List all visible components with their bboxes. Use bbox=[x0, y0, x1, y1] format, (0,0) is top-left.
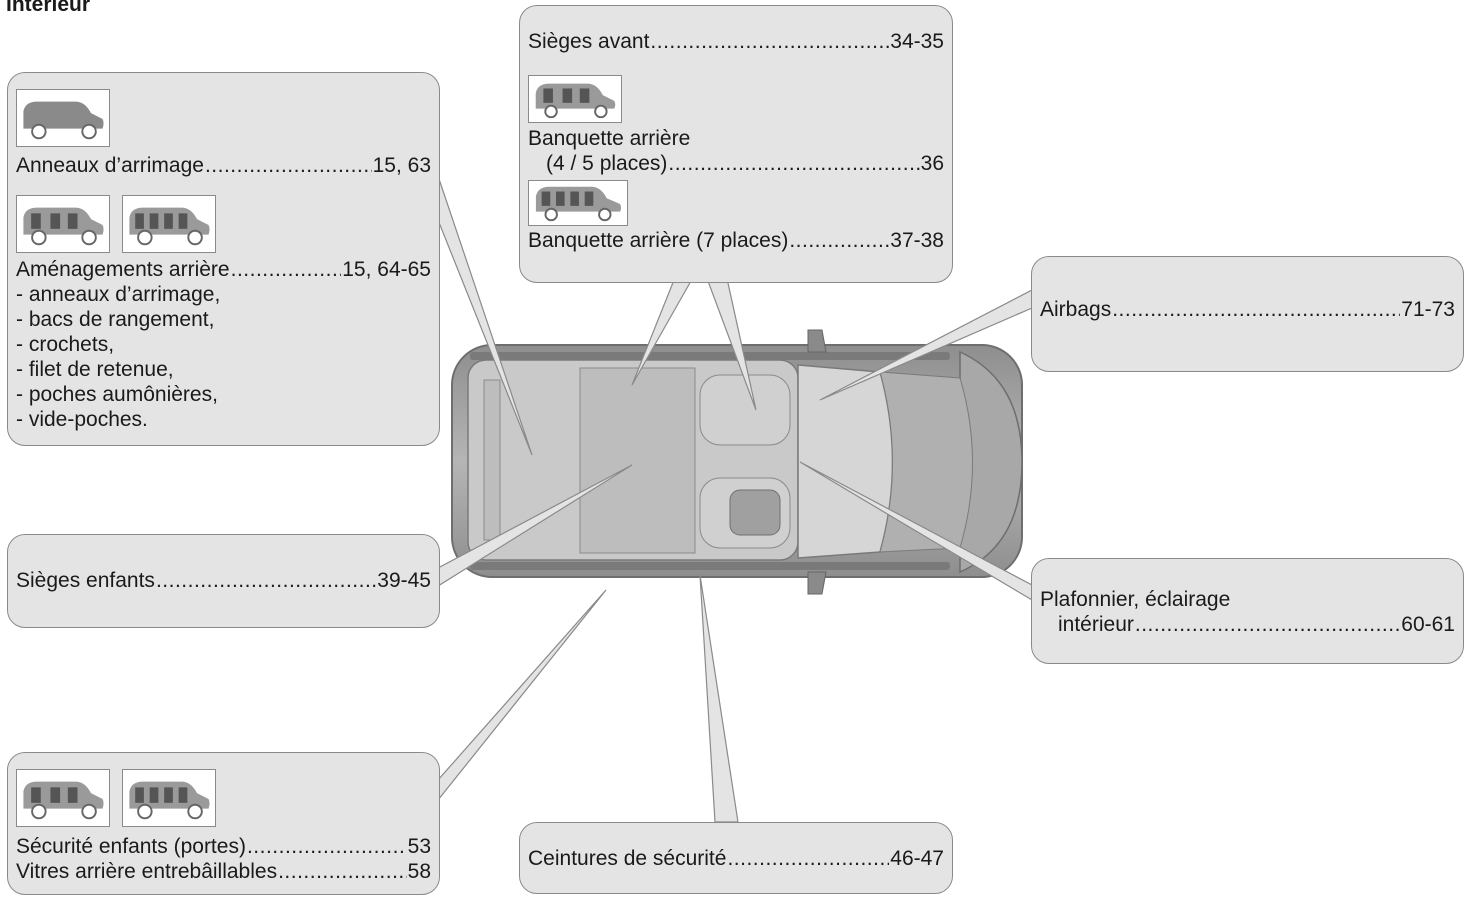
anneaux-label: Anneaux d’arrimage bbox=[16, 154, 204, 177]
sieges-enfants-pages: 39-45 bbox=[377, 569, 431, 592]
two-row-seat-car-icon bbox=[16, 195, 110, 253]
plafonnier-label-1: Plafonnier, éclairage bbox=[1040, 588, 1231, 611]
banquette-45-pages: 36 bbox=[920, 152, 944, 175]
amenagements-item: - crochets, bbox=[16, 333, 115, 356]
plafonnier-pages: 60-61 bbox=[1401, 613, 1455, 636]
callout-airbags: Airbags 71-73 bbox=[1031, 256, 1464, 372]
banquette-7-thumbnail bbox=[528, 180, 944, 226]
anneaux-entry: Anneaux d’arrimage 15, 63 bbox=[16, 153, 431, 178]
banquette-45-entry: (4 / 5 places) 36 bbox=[528, 151, 944, 176]
plafonnier-label-2: intérieur bbox=[1058, 613, 1134, 636]
airbags-entry: Airbags 71-73 bbox=[1040, 297, 1455, 322]
anneaux-pages: 15, 63 bbox=[372, 154, 431, 177]
callout-securite-enfants: Sécurité enfants (portes) 53 Vitres arriè… bbox=[7, 752, 440, 895]
amenagements-thumbnails bbox=[16, 195, 431, 253]
callout-cargo: Anneaux d’arrimage 15, 63 Aménagements ar… bbox=[7, 72, 440, 446]
amenagements-label: Aménagements arrière bbox=[16, 258, 230, 281]
amenagements-item: - bacs de rangement, bbox=[16, 308, 215, 331]
ceintures-pages: 46-47 bbox=[890, 847, 944, 870]
van-silhouette-icon bbox=[16, 89, 110, 147]
sieges-enfants-label: Sièges enfants bbox=[16, 569, 155, 592]
securite-portes-entry: Sécurité enfants (portes) 53 bbox=[16, 834, 431, 859]
callout-sieges-enfants: Sièges enfants 39-45 bbox=[7, 534, 440, 628]
ceintures-entry: Ceintures de sécurité 46-47 bbox=[528, 846, 944, 871]
amenagements-entry: Aménagements arrière 15, 64-65 bbox=[16, 257, 431, 282]
car-body bbox=[451, 329, 1023, 595]
banquette-45-thumbnail bbox=[528, 75, 944, 123]
three-row-seat-car-icon bbox=[122, 195, 216, 253]
amenagements-pages: 15, 64-65 bbox=[342, 258, 431, 281]
banquette-7-pages: 37-38 bbox=[890, 229, 944, 252]
ceintures-label: Ceintures de sécurité bbox=[528, 847, 727, 870]
two-row-seat-car-icon bbox=[528, 75, 622, 123]
plafonnier-entry: intérieur 60-61 bbox=[1040, 612, 1455, 637]
three-row-seat-car-icon bbox=[528, 180, 628, 226]
vitres-entry: Vitres arrière entrebâillables 58 bbox=[16, 859, 431, 884]
callout-sieges: Sièges avant 34-35 Banquette arrière (4 /… bbox=[519, 5, 953, 283]
airbags-label: Airbags bbox=[1040, 298, 1112, 321]
callout-ceintures: Ceintures de sécurité 46-47 bbox=[519, 822, 953, 894]
amenagements-item: - poches aumônières, bbox=[16, 383, 218, 406]
banquette-7-label: Banquette arrière (7 places) bbox=[528, 229, 789, 252]
sieges-avant-pages: 34-35 bbox=[890, 30, 944, 53]
amenagements-item: - filet de retenue, bbox=[16, 358, 174, 381]
vitres-pages: 58 bbox=[407, 860, 431, 883]
amenagements-item: - vide-poches. bbox=[16, 408, 148, 431]
securite-portes-label: Sécurité enfants (portes) bbox=[16, 835, 246, 858]
sieges-enfants-entry: Sièges enfants 39-45 bbox=[16, 568, 431, 593]
van-thumbnail bbox=[16, 89, 431, 147]
leader-lines bbox=[417, 169, 1033, 823]
vitres-label: Vitres arrière entrebâillables bbox=[16, 860, 278, 883]
securite-portes-pages: 53 bbox=[407, 835, 431, 858]
sieges-avant-label: Sièges avant bbox=[528, 30, 650, 53]
amenagements-item: - anneaux d’arrimage, bbox=[16, 283, 221, 306]
three-row-seat-car-icon bbox=[122, 769, 216, 827]
two-row-seat-car-icon bbox=[16, 769, 110, 827]
banquette-7-entry: Banquette arrière (7 places) 37-38 bbox=[528, 228, 944, 253]
securite-thumbnails bbox=[16, 769, 431, 827]
page-title: Intérieur bbox=[6, 0, 91, 16]
banquette-45-label-1: Banquette arrière bbox=[528, 127, 691, 150]
banquette-45-label-2: (4 / 5 places) bbox=[546, 152, 668, 175]
sieges-avant-entry: Sièges avant 34-35 bbox=[528, 29, 944, 54]
callout-plafonnier: Plafonnier, éclairage intérieur 60-61 bbox=[1031, 558, 1464, 664]
airbags-pages: 71-73 bbox=[1401, 298, 1455, 321]
